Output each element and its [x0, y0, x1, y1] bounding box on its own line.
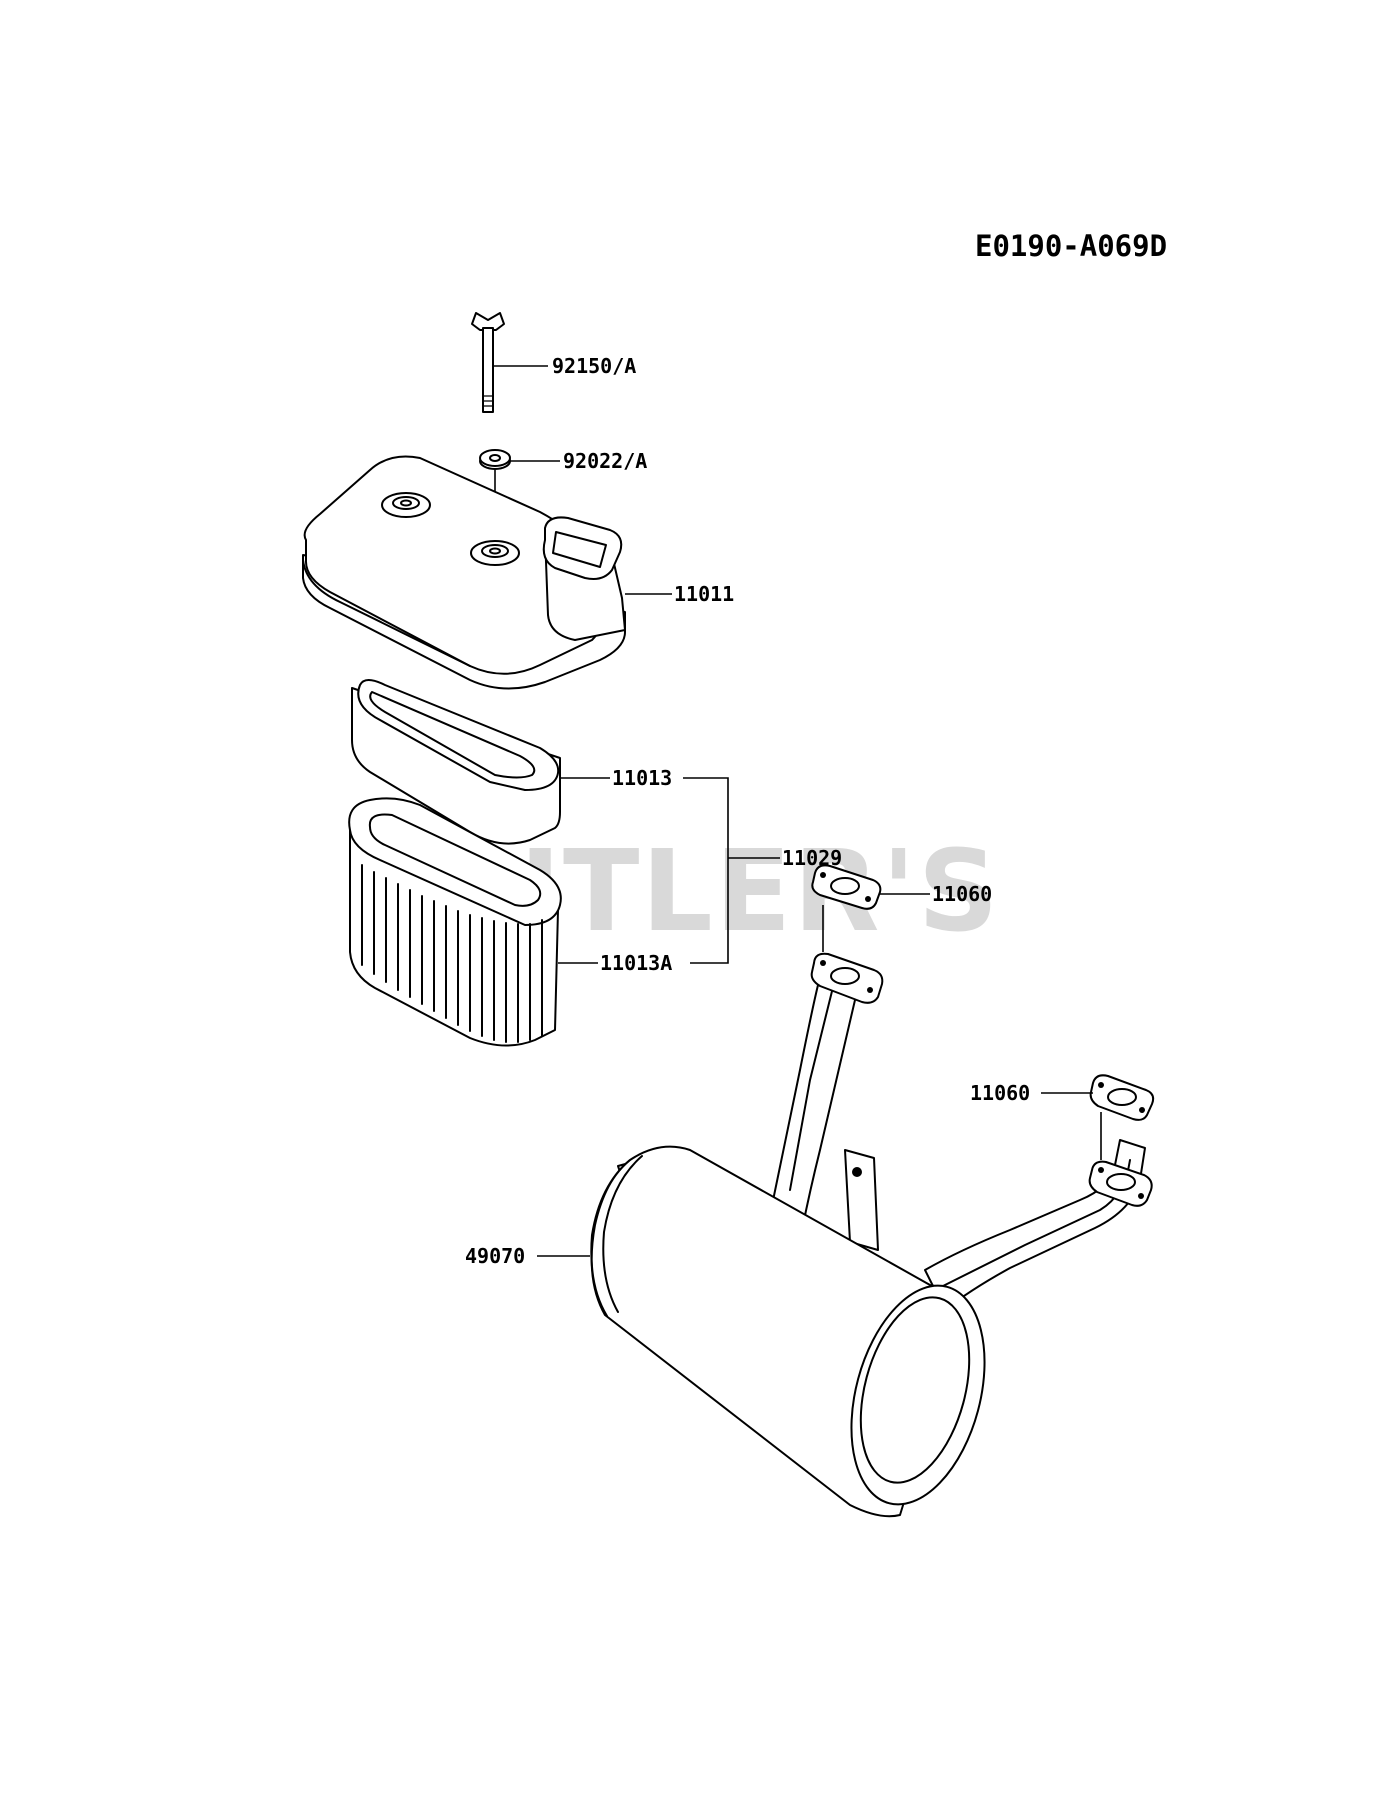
muffler-gasket-upper — [811, 864, 882, 910]
label-49070: 49070 — [465, 1244, 525, 1268]
pre-cleaner-foam — [351, 679, 561, 845]
muffler-gasket-right — [1089, 1074, 1155, 1121]
label-92150a: 92150/A — [552, 354, 636, 378]
label-11060-upper: 11060 — [932, 882, 992, 906]
label-11011: 11011 — [674, 582, 734, 606]
washer — [479, 449, 511, 470]
air-cleaner-cover — [302, 455, 626, 690]
muffler — [590, 952, 1153, 1518]
label-11060-right: 11060 — [970, 1081, 1030, 1105]
label-92022a: 92022/A — [563, 449, 647, 473]
label-11013: 11013 — [612, 766, 672, 790]
label-11013a: 11013A — [600, 951, 672, 975]
diagram-code: E0190-A069D — [975, 229, 1167, 263]
wing-bolt — [471, 312, 505, 413]
paper-filter-element — [348, 797, 562, 1047]
